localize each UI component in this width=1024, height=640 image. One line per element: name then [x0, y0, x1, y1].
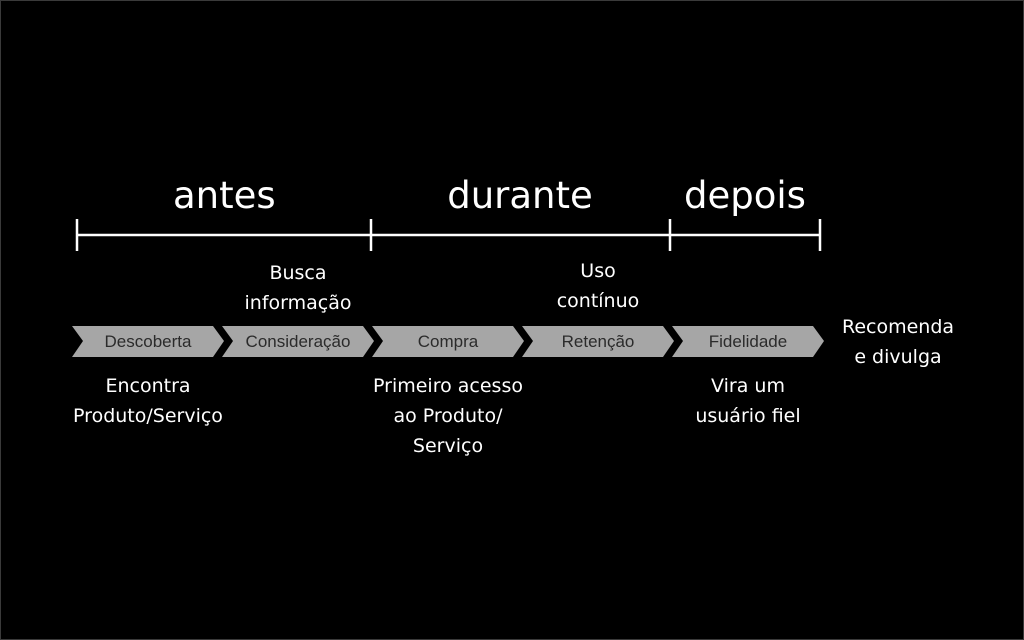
stage-label-descoberta: Descoberta [105, 332, 192, 351]
note-line: Uso [580, 260, 616, 282]
note-line: Busca [269, 262, 327, 284]
note-line: ao Produto/ [393, 405, 503, 427]
stage-chevron-compra: Compra [372, 326, 524, 357]
note-line: Recomenda [841, 316, 955, 338]
note-vira-usuario: Vira um usuário fiel [673, 371, 823, 431]
stage-chevron-retencao: Retenção [522, 326, 674, 357]
chevron-shape [522, 326, 674, 357]
note-line: Vira um [711, 375, 785, 397]
stage-chevron-consideracao: Consideração [222, 326, 374, 357]
phase-timeline [75, 219, 822, 251]
note-line: usuário fiel [695, 405, 801, 427]
note-line: contínuo [556, 290, 640, 312]
stage-label-consideracao: Consideração [246, 332, 351, 351]
note-line: Produto/Serviço [73, 405, 223, 427]
note-recomenda-divulga: Recomenda e divulga [830, 312, 966, 372]
note-uso-continuo: Uso contínuo [538, 256, 658, 316]
stage-label-compra: Compra [418, 332, 479, 351]
stage-chevron-descoberta: Descoberta [72, 326, 224, 357]
phase-label-antes: antes [173, 174, 276, 217]
note-encontra-produto: Encontra Produto/Serviço [58, 371, 238, 431]
note-line: e divulga [854, 346, 942, 368]
stage-chevron-fidelidade: Fidelidade [672, 326, 824, 357]
stage-label-retencao: Retenção [562, 332, 635, 351]
stage-label-fidelidade: Fidelidade [709, 332, 787, 351]
phase-label-depois: depois [684, 174, 806, 217]
note-line: Encontra [105, 375, 191, 397]
note-line: informação [244, 292, 352, 314]
chevron-shape [372, 326, 524, 357]
note-busca-informacao: Busca informação [228, 258, 368, 318]
chevron-shape [672, 326, 824, 357]
chevron-shape [222, 326, 374, 357]
note-line: Primeiro acesso [373, 375, 523, 397]
note-line: Serviço [412, 435, 484, 457]
chevron-shape [72, 326, 224, 357]
note-primeiro-acesso: Primeiro acesso ao Produto/ Serviço [358, 371, 538, 461]
phase-label-durante: durante [447, 174, 593, 217]
